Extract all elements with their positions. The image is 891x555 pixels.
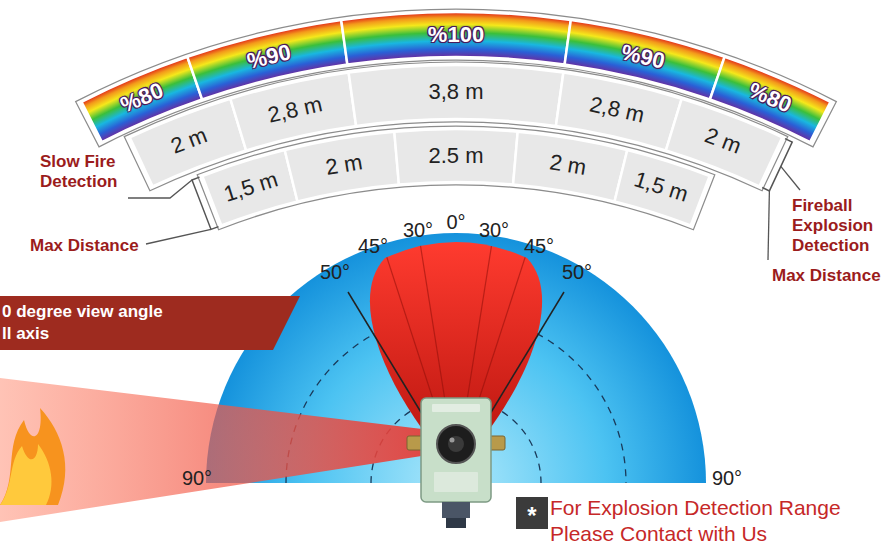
- band-cell: [341, 12, 571, 65]
- distance-value: 2 m: [548, 149, 588, 181]
- bracket-label: Max Distance: [772, 266, 881, 286]
- cable-gland: [442, 502, 470, 518]
- angle-label: 45°: [524, 235, 554, 258]
- cable-gland: [446, 518, 466, 528]
- leader-line: [768, 191, 769, 260]
- band-cell: [202, 150, 297, 226]
- flame-inner: [0, 444, 52, 505]
- angle-label: 45°: [358, 235, 388, 258]
- housing-plate: [432, 404, 480, 412]
- marker-box: *: [516, 497, 548, 529]
- detector-housing: [421, 398, 491, 502]
- note-text: For Explosion Detection Range Please Con…: [550, 495, 850, 547]
- marker-symbol: *: [527, 504, 536, 528]
- lens-highlight: [450, 438, 455, 443]
- bracket: [762, 139, 792, 191]
- angle-label: 30°: [479, 219, 509, 242]
- distance-value: 2.5 m: [428, 143, 483, 169]
- leader-line: [128, 180, 192, 198]
- sensor-lens: [448, 436, 464, 452]
- bracket: [192, 177, 219, 229]
- flame-outer: [0, 408, 65, 505]
- band-cell: [349, 65, 564, 126]
- distance-value: 3,8 m: [428, 79, 483, 105]
- bracket-label: Fireball Explosion Detection: [792, 196, 884, 256]
- angle-label: 30°: [403, 219, 433, 242]
- leader-line: [781, 166, 800, 190]
- sensor-window: [437, 425, 475, 463]
- housing-plate: [434, 472, 478, 492]
- banner-text: 0 degree view angle ll axis: [2, 301, 170, 345]
- bracket-label: Max Distance: [30, 236, 139, 256]
- angle-label: 0°: [446, 211, 465, 234]
- angle-label: 50°: [320, 261, 350, 284]
- banner-fill: [0, 296, 300, 350]
- band-cell: [513, 132, 627, 202]
- flame: [0, 408, 65, 505]
- angle-label: 50°: [562, 261, 592, 284]
- band-cell: [394, 129, 517, 184]
- flame-detector: [407, 398, 505, 528]
- leader-line: [146, 229, 211, 244]
- angle-label: 90°: [182, 467, 212, 490]
- callout-banner: 0 degree view angle ll axis: [0, 296, 300, 350]
- flame-beam: [0, 378, 447, 522]
- band-cell: [285, 132, 399, 202]
- coverage-percent: %100: [428, 22, 484, 48]
- angle-label: 90°: [712, 467, 742, 490]
- band-cell: [615, 150, 710, 226]
- bracket-label: Slow Fire Detection: [40, 152, 140, 192]
